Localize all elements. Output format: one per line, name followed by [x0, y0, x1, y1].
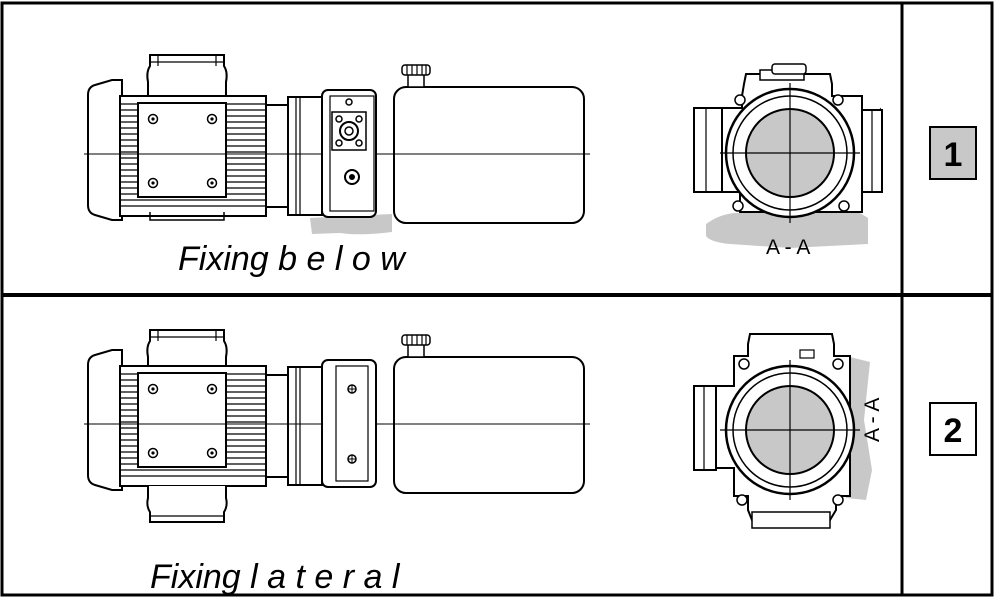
row-1-caption: Fixing b e l o w	[178, 240, 407, 278]
row-2-section-label: A - A	[861, 398, 884, 442]
row-2-number-box-bg	[929, 402, 977, 456]
row-2-number-box: 2	[929, 402, 977, 456]
row-2-side-view	[83, 329, 591, 523]
row-1-side-view	[83, 54, 591, 235]
row-1-number-box-bg	[929, 126, 977, 180]
row-1-number: 1	[944, 136, 963, 174]
row-2-section-view	[693, 333, 872, 529]
row-2-caption: Fixing l a t e r a l	[150, 558, 401, 596]
row-1-number-box: 1	[929, 126, 977, 180]
row-1-section-view	[693, 63, 884, 248]
row-1-section-label: A - A	[766, 236, 810, 259]
row-2-number: 2	[944, 412, 963, 450]
